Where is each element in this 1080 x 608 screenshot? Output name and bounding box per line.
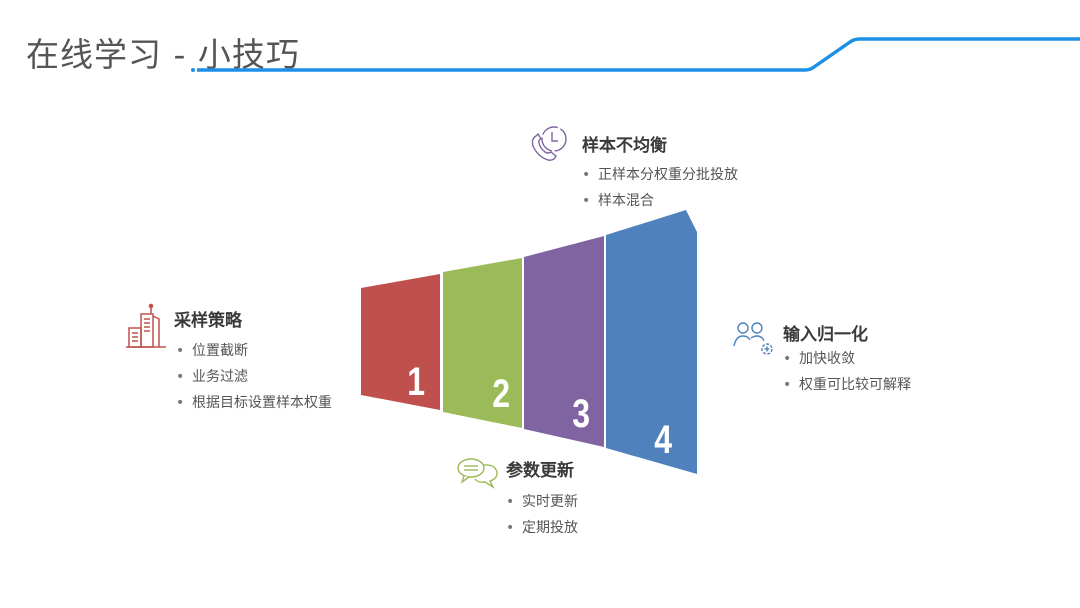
funnel-number-4: 4 bbox=[654, 418, 673, 462]
funnel-segment-3 bbox=[524, 236, 604, 447]
list-item: 定期投放 bbox=[506, 515, 578, 541]
funnel-number-2: 2 bbox=[492, 372, 511, 416]
list-item: 样本混合 bbox=[582, 188, 738, 214]
list-item: 加快收敛 bbox=[783, 346, 911, 372]
funnel-segment-2 bbox=[443, 258, 522, 428]
list-item: 正样本分权重分批投放 bbox=[582, 162, 738, 188]
funnel-segment-4 bbox=[606, 210, 697, 474]
section-sample-imbalance: 样本不均衡 正样本分权重分批投放 样本混合 bbox=[530, 124, 738, 214]
funnel-number-3: 3 bbox=[572, 392, 591, 436]
chat-bubbles-icon bbox=[456, 455, 500, 491]
funnel-number-1: 1 bbox=[407, 360, 426, 404]
slide-title: 在线学习 - 小技巧 bbox=[26, 35, 300, 74]
section-title: 输入归一化 bbox=[783, 324, 868, 345]
section-input-normalization: 输入归一化 加快收敛 权重可比较可解释 bbox=[733, 318, 911, 398]
phone-clock-icon bbox=[530, 124, 570, 162]
funnel-segment-1 bbox=[361, 274, 440, 410]
list-item: 根据目标设置样本权重 bbox=[176, 390, 332, 416]
section-title: 样本不均衡 bbox=[582, 135, 667, 156]
users-add-icon bbox=[733, 318, 777, 360]
list-item: 权重可比较可解释 bbox=[783, 372, 911, 398]
section-title: 参数更新 bbox=[506, 460, 574, 481]
list-item: 业务过滤 bbox=[176, 364, 332, 390]
list-item: 实时更新 bbox=[506, 489, 578, 515]
section-parameter-update: 参数更新 实时更新 定期投放 bbox=[456, 455, 578, 541]
section-sampling-strategy: 采样策略 位置截断 业务过滤 根据目标设置样本权重 bbox=[126, 302, 332, 416]
building-icon bbox=[126, 302, 166, 348]
list-item: 位置截断 bbox=[176, 338, 332, 364]
section-title: 采样策略 bbox=[174, 310, 242, 331]
